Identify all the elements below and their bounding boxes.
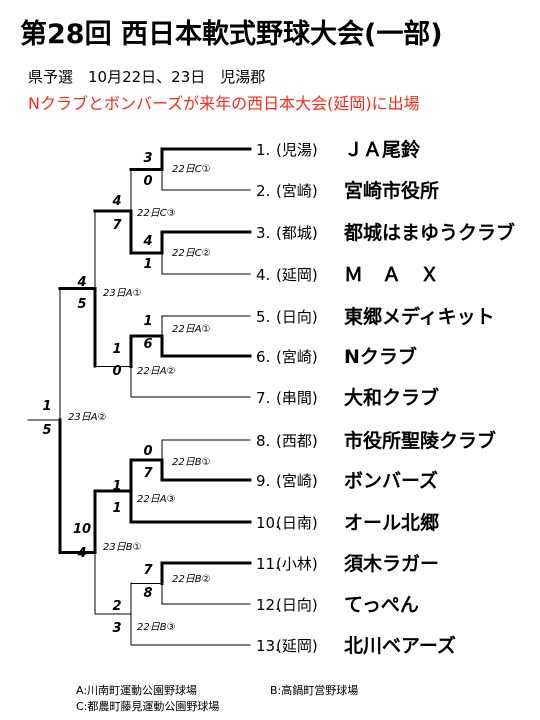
score-bottom: 1 xyxy=(143,257,152,272)
match-code: 22日C② xyxy=(172,248,211,259)
match-code: 23日A② xyxy=(68,412,107,423)
team-name: 須木ラガー xyxy=(344,552,439,575)
page-title: 第28回 西日本軟式野球大会(一部) xyxy=(20,19,443,50)
score-top: 1 xyxy=(112,342,121,357)
team-number: 13. xyxy=(256,637,280,655)
team-name: 都城はまゆうクラブ xyxy=(343,221,515,244)
match-code: 22日C① xyxy=(172,164,211,175)
score-top: 1 xyxy=(112,479,121,494)
team-name: ボンバーズ xyxy=(344,469,438,492)
team-number: 10. xyxy=(256,514,280,532)
team-number: 5. xyxy=(256,308,270,326)
match-code: 23日B① xyxy=(103,542,142,553)
team-name: 大和クラブ xyxy=(344,386,439,409)
team-location: (都城) xyxy=(276,224,318,242)
team-number: 9. xyxy=(256,472,270,490)
team-name: 宮崎市役所 xyxy=(344,179,439,202)
team-number: 12. xyxy=(256,596,280,614)
score-top: 0 xyxy=(143,444,152,459)
score-bottom: 0 xyxy=(112,364,121,379)
score-top: 7 xyxy=(143,563,153,578)
score-top: 1 xyxy=(42,399,51,414)
team-location: (日南) xyxy=(276,514,318,532)
score-top: 4 xyxy=(111,194,121,209)
team-name: てっぺん xyxy=(344,594,419,616)
score-top: 4 xyxy=(76,275,86,290)
score-top: 4 xyxy=(142,234,152,249)
score-bottom: 6 xyxy=(143,337,152,352)
team-location: (西都) xyxy=(276,432,318,450)
score-bottom: 0 xyxy=(143,174,152,189)
score-bottom: 5 xyxy=(42,423,51,438)
match-code: 22日B③ xyxy=(137,622,176,633)
match-code: 22日B① xyxy=(172,457,211,468)
legend-venue-a: A:川南町運動公園野球場 xyxy=(76,684,198,697)
team-number: 3. xyxy=(256,224,270,242)
result-headline: Nクラブとボンバーズが来年の西日本大会(延岡)に出場 xyxy=(28,94,420,113)
team-location: (宮崎) xyxy=(276,348,318,366)
score-top: 2 xyxy=(112,599,121,614)
score-bottom: 7 xyxy=(112,218,122,233)
match-code: 23日A① xyxy=(103,288,142,299)
legend-venue-c: C:都農町藤見運動公園野球場 xyxy=(76,700,220,713)
team-number: 7. xyxy=(256,389,270,407)
score-bottom: 7 xyxy=(143,466,153,481)
team-location: (延岡) xyxy=(276,637,318,655)
team-name: オール北郷 xyxy=(344,511,439,534)
team-number: 11. xyxy=(256,555,280,573)
legend-venue-b: B:高鍋町営野球場 xyxy=(270,684,359,697)
score-top: 1 xyxy=(143,314,152,329)
score-bottom: 4 xyxy=(76,546,86,561)
tournament-info: 県予選 10月22日、23日 児湯郡 xyxy=(28,68,266,86)
score-bottom: 8 xyxy=(143,586,152,601)
score-bottom: 1 xyxy=(112,501,121,516)
team-location: (宮崎) xyxy=(276,182,318,200)
team-name: 市役所聖陵クラブ xyxy=(344,429,496,452)
match-code: 22日A① xyxy=(172,324,211,335)
team-location: (小林) xyxy=(276,555,318,573)
match-code: 22日A③ xyxy=(137,494,176,505)
match-code: 22日A② xyxy=(137,366,176,377)
team-name: 東郷メディキット xyxy=(344,305,495,328)
team-location: (日向) xyxy=(276,596,318,614)
team-location: (串間) xyxy=(276,389,318,407)
team-name: Ｍ Ａ Ｘ xyxy=(344,264,439,286)
score-top: 3 xyxy=(143,151,152,166)
team-location: (延岡) xyxy=(276,266,318,284)
match-code: 22日B② xyxy=(172,574,211,585)
team-name: ＪＡ尾鈴 xyxy=(344,138,421,161)
team-location: (宮崎) xyxy=(276,472,318,490)
score-bottom: 3 xyxy=(112,621,121,636)
team-number: 4. xyxy=(256,266,270,284)
team-name: Nクラブ xyxy=(344,345,417,368)
team-location: (児湯) xyxy=(276,141,318,159)
team-number: 8. xyxy=(256,432,270,450)
team-number: 6. xyxy=(256,348,270,366)
score-top: 10 xyxy=(73,522,91,537)
team-location: (日向) xyxy=(276,308,318,326)
match-code: 22日C③ xyxy=(137,208,176,219)
team-number: 2. xyxy=(256,182,270,200)
team-name: 北川ベアーズ xyxy=(344,634,456,657)
team-number: 1. xyxy=(256,141,270,159)
score-bottom: 5 xyxy=(77,297,86,312)
